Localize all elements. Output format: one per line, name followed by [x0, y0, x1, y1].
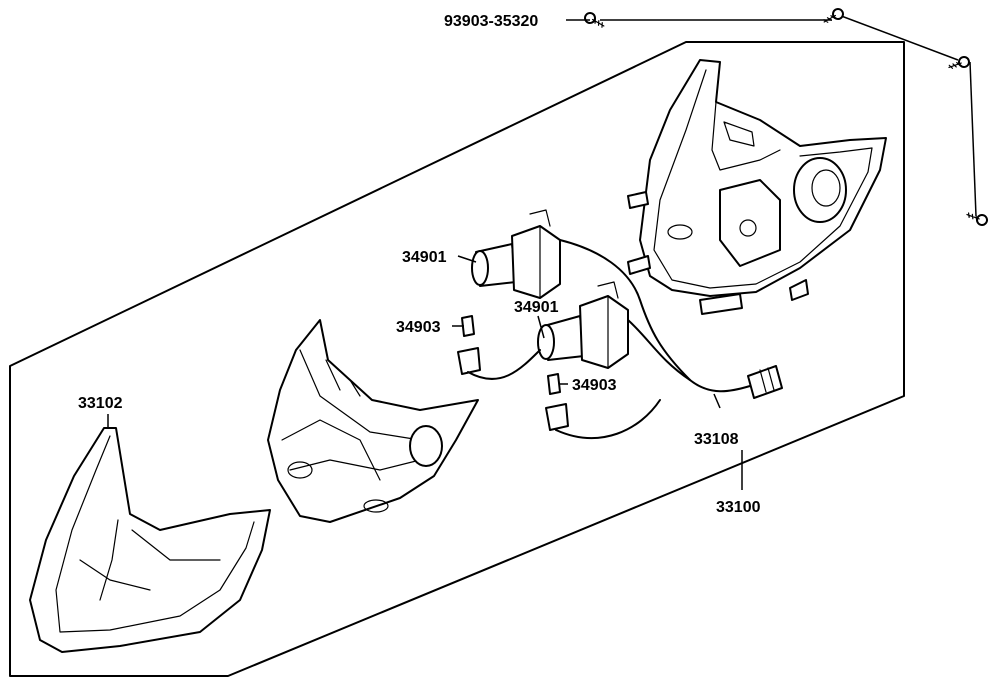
reflector	[267, 319, 479, 523]
label-socket-right: 34903	[572, 377, 617, 394]
label-bulb-lower: 34901	[514, 299, 559, 316]
label-socket-left: 34903	[396, 319, 441, 336]
wiring-harness	[467, 239, 783, 439]
label-screw: 93903-35320	[444, 13, 538, 30]
bulb-icon	[471, 209, 629, 369]
label-assembly: 33100	[716, 499, 761, 516]
headlight-housing	[627, 59, 887, 315]
label-bulb-upper: 34901	[402, 249, 447, 266]
socket-bulb-icon	[457, 315, 569, 431]
label-harness: 33108	[694, 431, 739, 448]
label-lens: 33102	[78, 395, 123, 412]
leader-lines	[107, 19, 743, 490]
assembly-boundary	[9, 41, 905, 677]
lens	[29, 427, 271, 653]
